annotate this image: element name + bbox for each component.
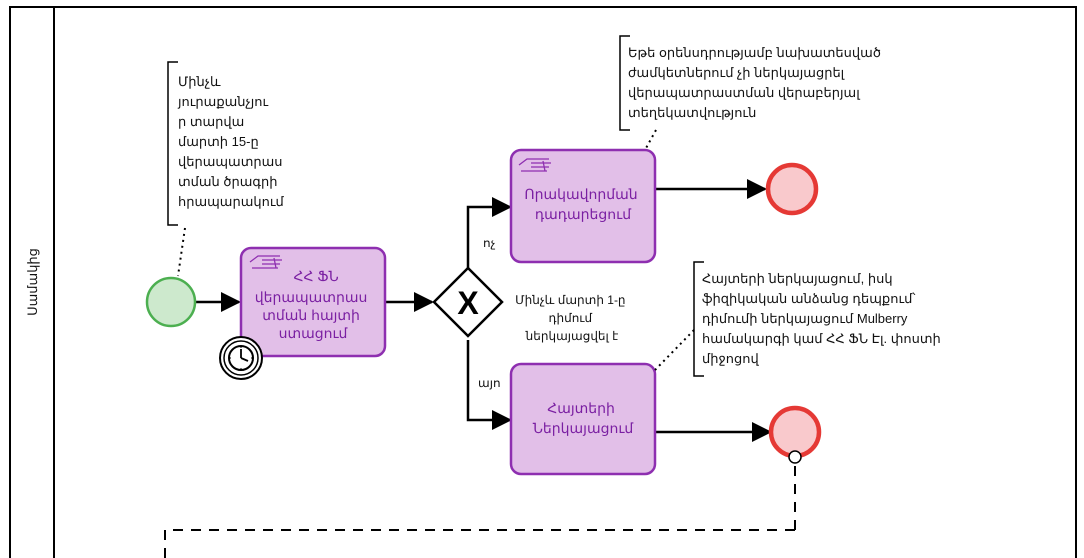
start-event[interactable] [145,276,197,328]
gateway-label: Մինչև մարտի 1-ը դիմում ներկայացվել է [515,293,629,343]
task3-line-2: Ներկայացում [533,420,635,436]
flow-gateway-no [466,197,512,268]
task-submit-applications[interactable]: Հայտերի Ներկայացում [509,362,657,476]
svg-text:ՀՀ ՖՆ վերապատրաս տ: ՀՀ ՖՆ վերապատրաս տման հայտի ստացում [255,268,371,341]
manual-hand-icon [249,255,282,269]
gateway-symbol: X [457,285,479,321]
task1-line-1: ՀՀ ՖՆ [293,268,338,284]
task1-line-3: տման հայտի [262,307,360,323]
flow-gateway-yes [466,340,512,430]
svg-text:Մինչև յուրաքանչյու: Մինչև յուրաքանչյու ր տարվա մարտի 15-ը վե… [177,74,286,209]
task3-line-1: Հայտերի [547,400,615,416]
annotation-deadline: Եթե օրենսդրությամբ նախատեսված ժամկետներո… [619,35,885,151]
sequence-flows [196,179,772,442]
svg-text:Հայտերի Ներկայացում: Հայտերի Ներկայացում [533,400,635,436]
lane-label: Սամակից [25,248,40,316]
task2-line-1: Որակավորման [524,186,637,202]
task-receive-application[interactable]: ՀՀ ՖՆ վերապատրաս տման հայտի ստացում [239,246,387,358]
flow-no-label: ոչ [483,236,496,250]
annotation-publication: Մինչև յուրաքանչյու ր տարվա մարտի 15-ը վե… [167,61,286,277]
manual-hand-icon [518,158,551,172]
svg-text:Որակավորման դադարեցում: Որակավորման դադարեցում [524,186,641,222]
task-qualification-termination[interactable]: Որակավորման դադարեցում [509,148,657,264]
svg-text:Հայտերի ներկայացում, իսկ: Հայտերի ներկայացում, իսկ ֆիզիկական անձան… [702,271,944,366]
task1-line-2: վերապատրաս [255,289,368,305]
message-attach-point [788,450,802,464]
task2-line-2: դադարեցում [535,206,632,222]
end-event-1[interactable] [765,162,819,216]
annotation-submission: Հայտերի ներկայացում, իսկ ֆիզիկական անձան… [654,261,944,377]
exclusive-gateway[interactable]: X [432,266,504,338]
flow-yes-label: այո [478,376,501,390]
task1-line-4: ստացում [279,325,349,341]
message-flow [164,466,796,558]
timer-icon[interactable] [219,336,263,380]
end-event-2[interactable] [768,405,822,459]
svg-text:Եթե օրենսդրությամբ նախատեսված: Եթե օրենսդրությամբ նախատեսված ժամկետներո… [628,45,885,120]
